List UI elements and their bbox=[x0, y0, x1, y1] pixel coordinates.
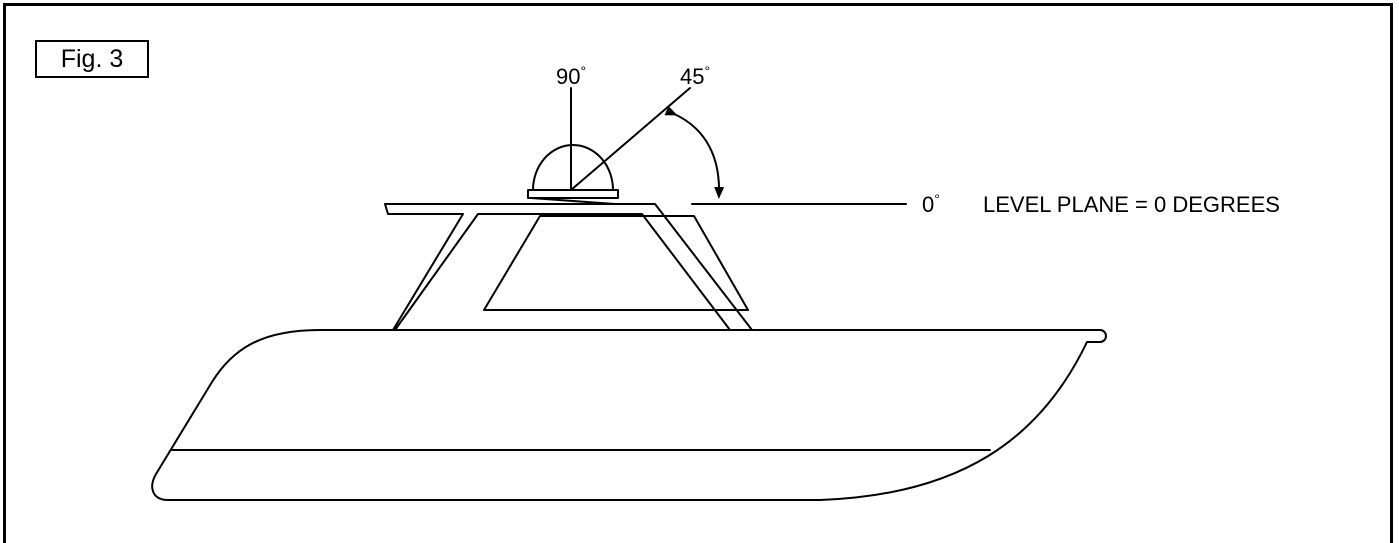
figure-frame bbox=[3, 3, 1393, 543]
level-plane-label: LEVEL PLANE = 0 DEGREES bbox=[983, 192, 1280, 217]
boat-hardtop bbox=[384, 203, 753, 331]
label-45-degrees: 45° bbox=[680, 63, 710, 89]
antenna-dome-base bbox=[527, 189, 619, 199]
boat-hull bbox=[151, 329, 1107, 501]
antenna-dome-rim bbox=[530, 197, 616, 205]
angle-arc-arrow bbox=[664, 106, 725, 199]
antenna-dome bbox=[532, 144, 614, 191]
line-45-degrees bbox=[570, 87, 691, 191]
label-0-degrees: 0° bbox=[922, 191, 940, 217]
boat-window bbox=[483, 215, 749, 311]
figure-label: Fig. 3 bbox=[35, 40, 149, 78]
label-90-degrees: 90° bbox=[556, 63, 586, 89]
